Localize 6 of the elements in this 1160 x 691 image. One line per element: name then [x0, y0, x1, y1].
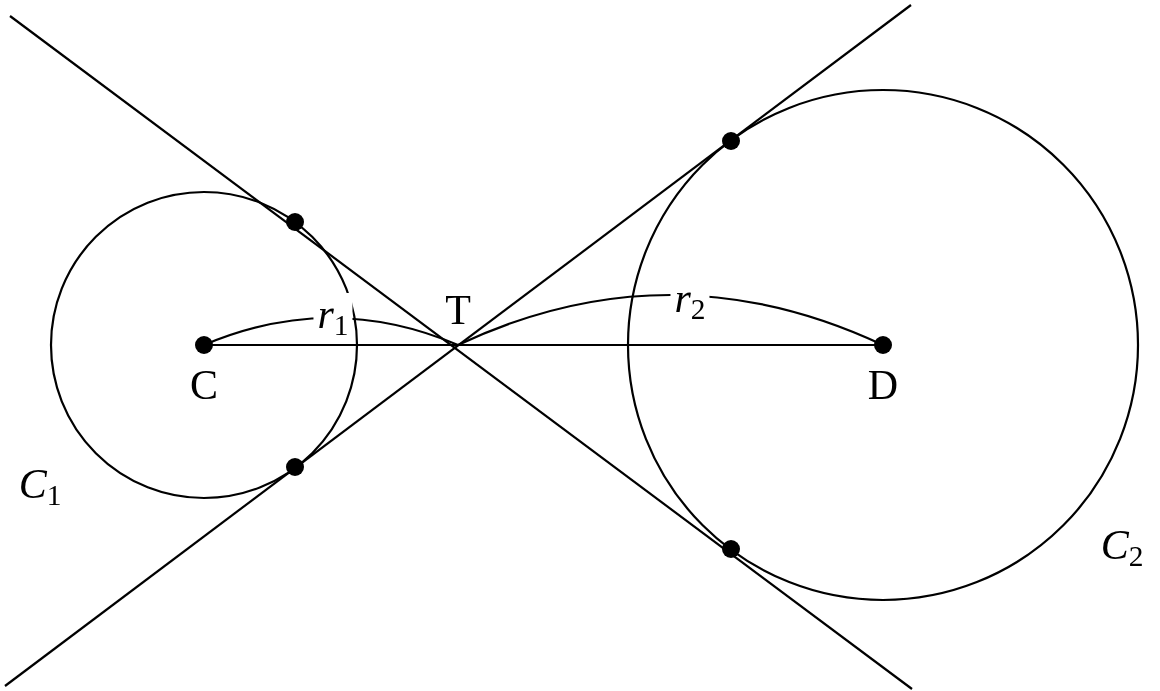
point-label: C — [189, 364, 219, 406]
point-label: T — [444, 289, 472, 331]
point-label: D — [866, 364, 900, 406]
point-label: r$_{1}$ — [313, 293, 353, 335]
point-label: C$_{2}$ — [1099, 524, 1145, 566]
point-label: C$_{1}$ — [17, 463, 63, 505]
